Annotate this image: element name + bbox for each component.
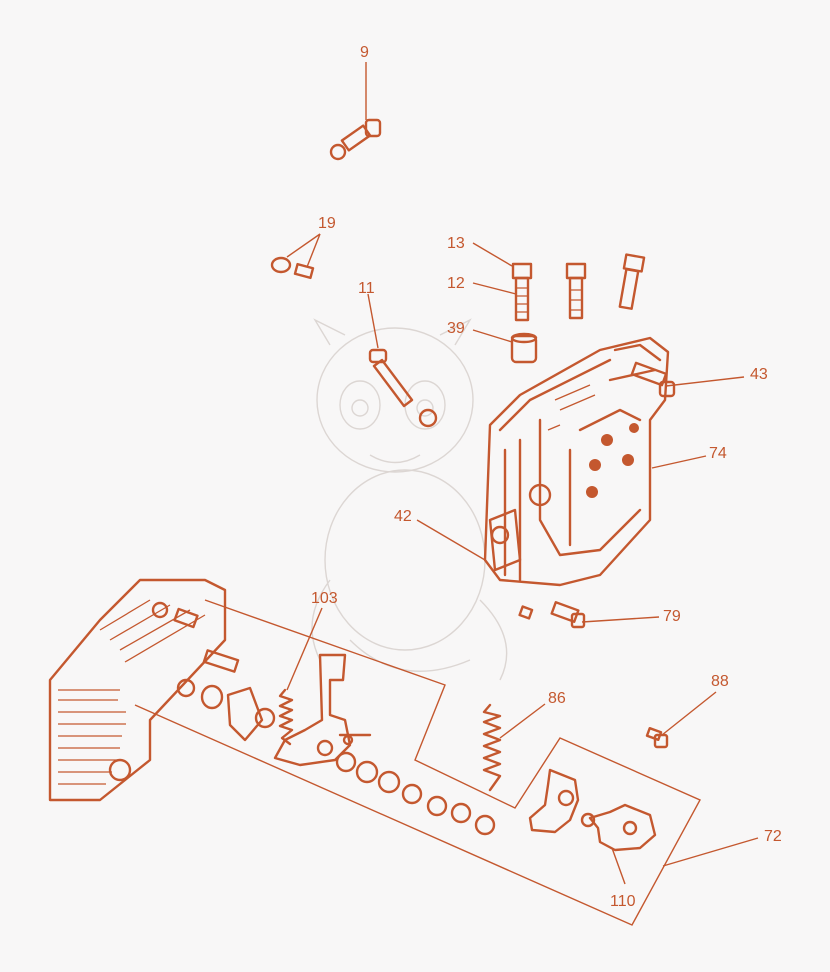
leader-lines bbox=[286, 62, 759, 885]
part-88-screw bbox=[645, 726, 669, 749]
callout-72: 72 bbox=[764, 828, 782, 845]
part-12-13-bolts bbox=[511, 253, 646, 322]
part-43-bolt bbox=[630, 361, 676, 398]
callout-74: 74 bbox=[709, 445, 727, 462]
part-39-sleeve bbox=[510, 332, 538, 364]
callout-12: 12 bbox=[447, 275, 465, 292]
callout-86: 86 bbox=[548, 690, 566, 707]
callout-88: 88 bbox=[711, 673, 729, 690]
callout-19: 19 bbox=[318, 215, 336, 232]
side-block bbox=[48, 578, 240, 802]
callout-39: 39 bbox=[447, 320, 465, 337]
part-9-bolt bbox=[329, 118, 382, 161]
callout-43: 43 bbox=[750, 366, 768, 383]
part-86-spring bbox=[482, 703, 502, 792]
part-11-long-bolt bbox=[368, 348, 438, 428]
callout-79: 79 bbox=[663, 608, 681, 625]
callout-110: 110 bbox=[610, 893, 636, 910]
callout-9: 9 bbox=[360, 44, 369, 61]
linkage-parts bbox=[200, 653, 496, 836]
callout-11: 11 bbox=[358, 280, 375, 297]
callout-13: 13 bbox=[447, 235, 465, 252]
part-74-valve-body bbox=[483, 336, 670, 587]
callout-103: 103 bbox=[311, 590, 338, 607]
cam-and-part-110 bbox=[528, 768, 657, 852]
callout-42: 42 bbox=[394, 508, 412, 525]
part-79-bolt bbox=[518, 601, 586, 629]
watermark-mascot bbox=[311, 318, 508, 681]
group-bracket-lines bbox=[134, 599, 701, 926]
part-19-screws bbox=[270, 256, 315, 280]
callout-labels: 9 19 13 12 11 39 43 74 42 79 103 86 88 7… bbox=[311, 44, 782, 910]
